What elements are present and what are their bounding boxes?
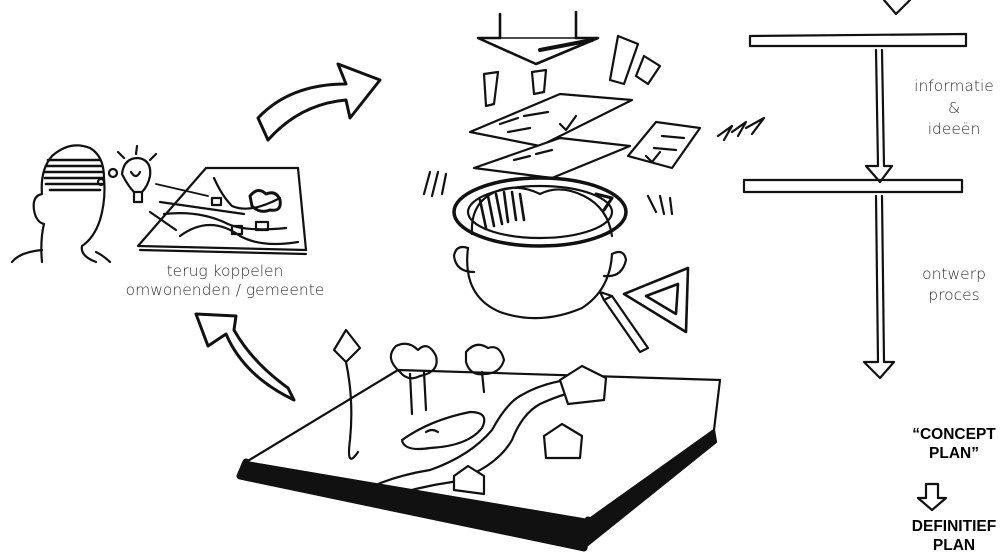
pencil-icon [600, 292, 648, 352]
feedback-line-1: terug koppelen [95, 262, 355, 281]
design-process-label: ontwerp proces [900, 264, 1008, 306]
thinking-head-icon [424, 172, 672, 318]
set-square-icon [624, 268, 688, 332]
final-plan-label: DEFINITIEF PLAN [895, 518, 1008, 555]
concept-line-1: “CONCEPT [900, 426, 1008, 445]
concept-plan-label: “CONCEPT PLAN” [900, 426, 1008, 463]
concept-line-2: PLAN” [900, 445, 1008, 464]
design-line-1: ontwerp [900, 264, 1008, 285]
falling-papers [470, 36, 764, 178]
design-line-2: proces [900, 285, 1008, 306]
feedback-label: terug koppelen omwonenden / gemeente [95, 262, 355, 301]
final-line-1: DEFINITIEF [895, 518, 1008, 537]
landscape-model [240, 330, 720, 548]
final-line-2: PLAN [895, 537, 1008, 556]
neighbourhood-map [138, 168, 306, 254]
idea-bulb-icon [98, 146, 156, 202]
info-line-3: ideeën [900, 119, 1008, 141]
feedback-line-2: omwonenden / gemeente [95, 281, 355, 300]
resident-head-icon [12, 145, 110, 262]
info-ideas-label: informatie & ideeën [900, 76, 1008, 141]
input-arrow-down [478, 12, 598, 64]
info-line-1: informatie [900, 76, 1008, 98]
info-line-2: & [900, 98, 1008, 120]
loop-arrow-up-right [258, 64, 380, 140]
loop-arrow-down-left [196, 314, 294, 400]
